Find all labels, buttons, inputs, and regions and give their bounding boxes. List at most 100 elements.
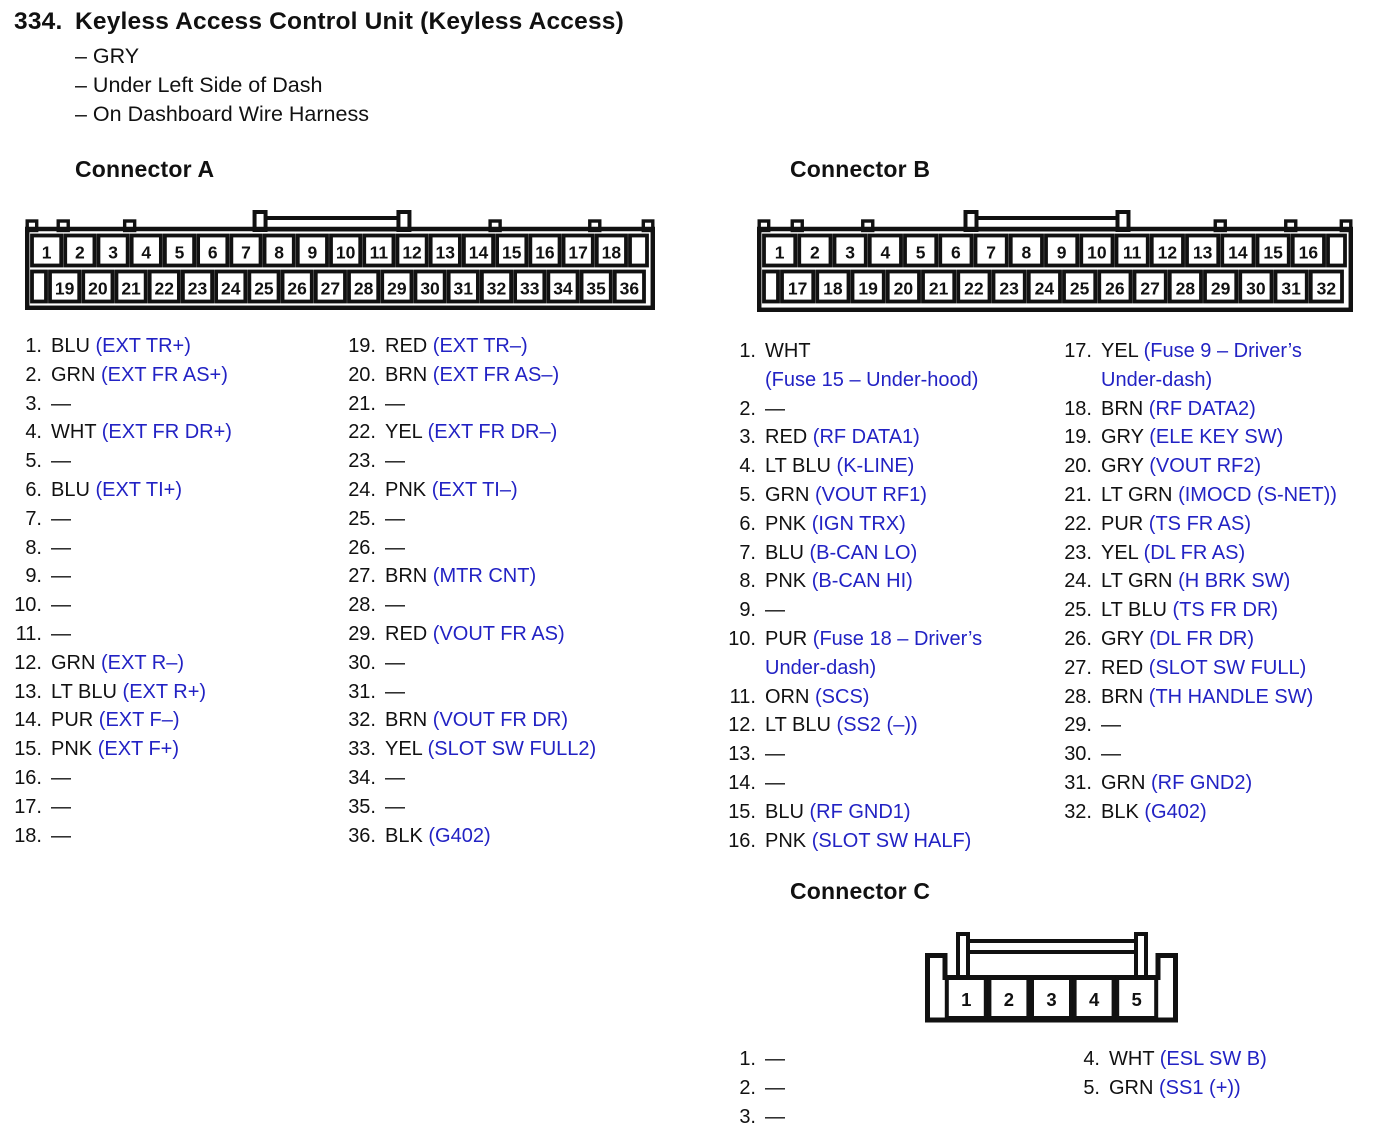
pin-number: 11.	[729, 685, 756, 708]
pin-cavity-number: 2	[75, 243, 85, 263]
pin-wire-and-signal: LT GRN (IMOCD (S-NET))	[1101, 483, 1337, 506]
pin-wire-and-signal: PNK (B-CAN HI)	[765, 570, 913, 593]
pin-number: 36.	[348, 824, 376, 847]
connector-c-pin-list-col1: 1.—2.—3.—	[720, 1045, 1020, 1131]
pin-row: 26.—	[340, 534, 670, 563]
pin-cavity-number: 22	[964, 279, 984, 299]
pin-wire-and-signal: —	[385, 536, 405, 559]
pin-cavity-number: 6	[208, 243, 218, 263]
pin-wire-and-signal: LT BLU (EXT R+)	[51, 680, 207, 703]
pin-row: 24.PNK (EXT TI–)	[340, 476, 670, 505]
pin-signal: (SCS)	[815, 685, 870, 708]
pin-number: 14.	[14, 709, 42, 732]
pin-number: 9.	[739, 599, 756, 622]
pin-row: 7.—	[6, 505, 336, 534]
pin-number: 3.	[739, 426, 756, 449]
pin-cavity-number: 18	[823, 279, 843, 299]
pin-cavity-number: 7	[986, 243, 996, 263]
pin-signal: (RF DATA2)	[1148, 397, 1256, 420]
pin-row: 31.—	[340, 678, 670, 707]
pin-cavity-number: 26	[1105, 279, 1125, 299]
connector-c-heading: Connector C	[790, 878, 931, 904]
pin-wire-and-signal: —	[385, 766, 405, 789]
pin-cavity-number: 29	[1211, 279, 1231, 299]
pin-number: 32.	[1064, 800, 1092, 823]
pin-number: 9.	[25, 565, 42, 588]
pin-signal: (IMOCD (S-NET))	[1178, 483, 1337, 506]
page-title: 334. Keyless Access Control Unit (Keyles…	[14, 8, 624, 36]
pin-number: 15.	[728, 800, 756, 823]
pin-wire-and-signal: —	[765, 1105, 785, 1128]
pin-wire-and-signal: BLK (G402)	[385, 824, 491, 847]
pin-wire-and-signal: —	[385, 507, 405, 530]
pin-wire-and-signal: RED (EXT TR–)	[385, 335, 528, 357]
pin-cavity-number: 11	[1123, 243, 1142, 263]
pin-number: 5.	[25, 450, 42, 473]
pin-number: 17.	[1064, 340, 1092, 362]
pin-cavity-number: 18	[602, 243, 622, 263]
pin-number: 13.	[14, 680, 42, 703]
pin-cavity-number: 25	[254, 279, 274, 299]
pin-cavity-number: 27	[1140, 279, 1159, 299]
pin-cavity-number: 17	[568, 243, 587, 263]
pin-signal: (Fuse 18 – Driver’s	[812, 627, 983, 650]
pin-number: 22.	[1064, 512, 1092, 535]
pin-row: 17.—	[6, 793, 336, 822]
unit-details: – GRY – Under Left Side of Dash – On Das…	[75, 42, 369, 129]
pin-cavity-number: 5	[1132, 989, 1142, 1010]
pin-cavity-number: 30	[1246, 279, 1266, 299]
pin-signal: (MTR CNT)	[432, 565, 537, 588]
pin-number: 29.	[348, 622, 376, 645]
pin-number: 10.	[728, 627, 756, 650]
pin-number: 20.	[348, 363, 376, 386]
pin-row: 16.PNK (SLOT SW HALF)	[720, 827, 1050, 856]
pin-signal: Under-dash)	[1101, 368, 1213, 391]
pin-wire-and-signal: —	[51, 824, 71, 847]
pin-cavity-number: 2	[1004, 989, 1014, 1010]
pin-cavity-number: 3	[845, 243, 855, 263]
pin-row: 14.PUR (EXT F–)	[6, 706, 336, 735]
pin-cavity-number: 31	[454, 279, 474, 299]
pin-wire-and-signal: PNK (SLOT SW HALF)	[765, 829, 972, 852]
pin-wire-and-signal: WHT (EXT FR DR+)	[51, 421, 232, 444]
pin-row: 20.BRN (EXT FR AS–)	[340, 361, 670, 390]
pin-signal: (TS FR DR)	[1172, 599, 1279, 622]
pin-signal: (SLOT SW FULL2)	[427, 738, 597, 761]
pin-cavity-number: 16	[1299, 243, 1319, 263]
pin-signal: (VOUT RF1)	[815, 483, 927, 506]
pin-cavity-number: 1	[775, 243, 785, 263]
pin-signal: (EXT FR AS+)	[101, 363, 228, 386]
pin-cavity-number: 3	[108, 243, 118, 263]
pin-cavity-number: 11	[370, 243, 389, 263]
pin-number: 1.	[739, 1048, 756, 1070]
pin-row: 4.WHT (ESL SW B)	[1062, 1045, 1362, 1074]
pin-cavity-number: 10	[1087, 243, 1107, 263]
pin-row: 6.PNK (IGN TRX)	[720, 510, 1050, 539]
pin-cavity-number: 31	[1281, 279, 1301, 299]
pin-row: 11.—	[6, 620, 336, 649]
pin-row: 32.BRN (VOUT FR DR)	[340, 706, 670, 735]
pin-cavity-number: 15	[502, 243, 522, 263]
pin-number: 13.	[728, 743, 756, 766]
pin-cavity-number: 15	[1263, 243, 1283, 263]
pin-cavity-number: 13	[1193, 243, 1213, 263]
pin-number: 31.	[1064, 771, 1092, 794]
pin-wire-and-signal: ORN (SCS)	[765, 685, 870, 708]
pin-row: 3.—	[720, 1103, 1020, 1132]
pin-wire-and-signal: BLU (EXT TI+)	[51, 478, 182, 501]
pin-signal: (EXT FR DR+)	[101, 421, 232, 444]
pin-row: 15.BLU (RF GND1)	[720, 798, 1050, 827]
pin-row: 22.YEL (EXT FR DR–)	[340, 418, 670, 447]
pin-cavity-number: 9	[308, 243, 318, 263]
pin-number: 32.	[348, 709, 376, 732]
pin-row: 10.—	[6, 591, 336, 620]
pin-signal: (ELE KEY SW)	[1149, 426, 1284, 449]
pin-row: 5.—	[6, 447, 336, 476]
pin-number: 7.	[25, 507, 42, 530]
pin-number: 6.	[25, 478, 42, 501]
pin-number: 14.	[728, 771, 756, 794]
pin-signal: Under-dash)	[765, 656, 877, 679]
pin-row: 5.GRN (SS1 (+))	[1062, 1074, 1362, 1103]
